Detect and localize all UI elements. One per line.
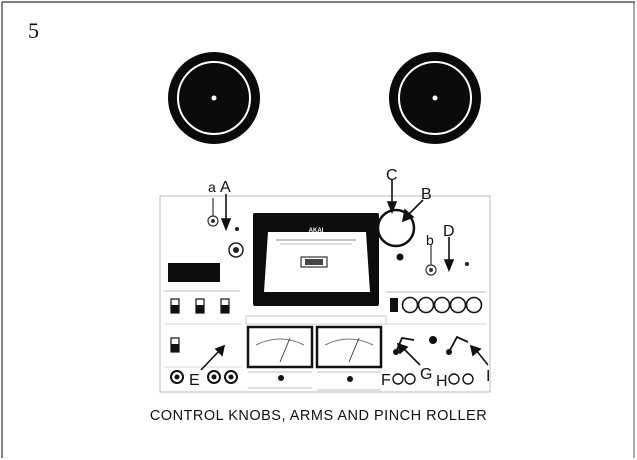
tape-counter: [168, 263, 220, 282]
label-C: C: [386, 167, 398, 184]
label-A: A: [220, 179, 231, 196]
label-E: E: [189, 372, 200, 389]
brand-logo: AKAI: [309, 228, 324, 234]
label-G: G: [420, 366, 432, 383]
label-a: a: [208, 179, 216, 195]
label-I: I: [486, 368, 490, 385]
label-D: D: [443, 223, 455, 240]
label-H: H: [436, 373, 448, 390]
head-cover: [253, 213, 379, 306]
right-reel: [389, 52, 481, 144]
left-reel: [168, 52, 260, 144]
figure-caption: CONTROL KNOBS, ARMS AND PINCH ROLLER: [0, 408, 637, 424]
label-b: b: [426, 232, 434, 248]
label-F: F: [381, 372, 391, 389]
label-B: B: [421, 186, 432, 203]
capstan: [397, 254, 404, 261]
